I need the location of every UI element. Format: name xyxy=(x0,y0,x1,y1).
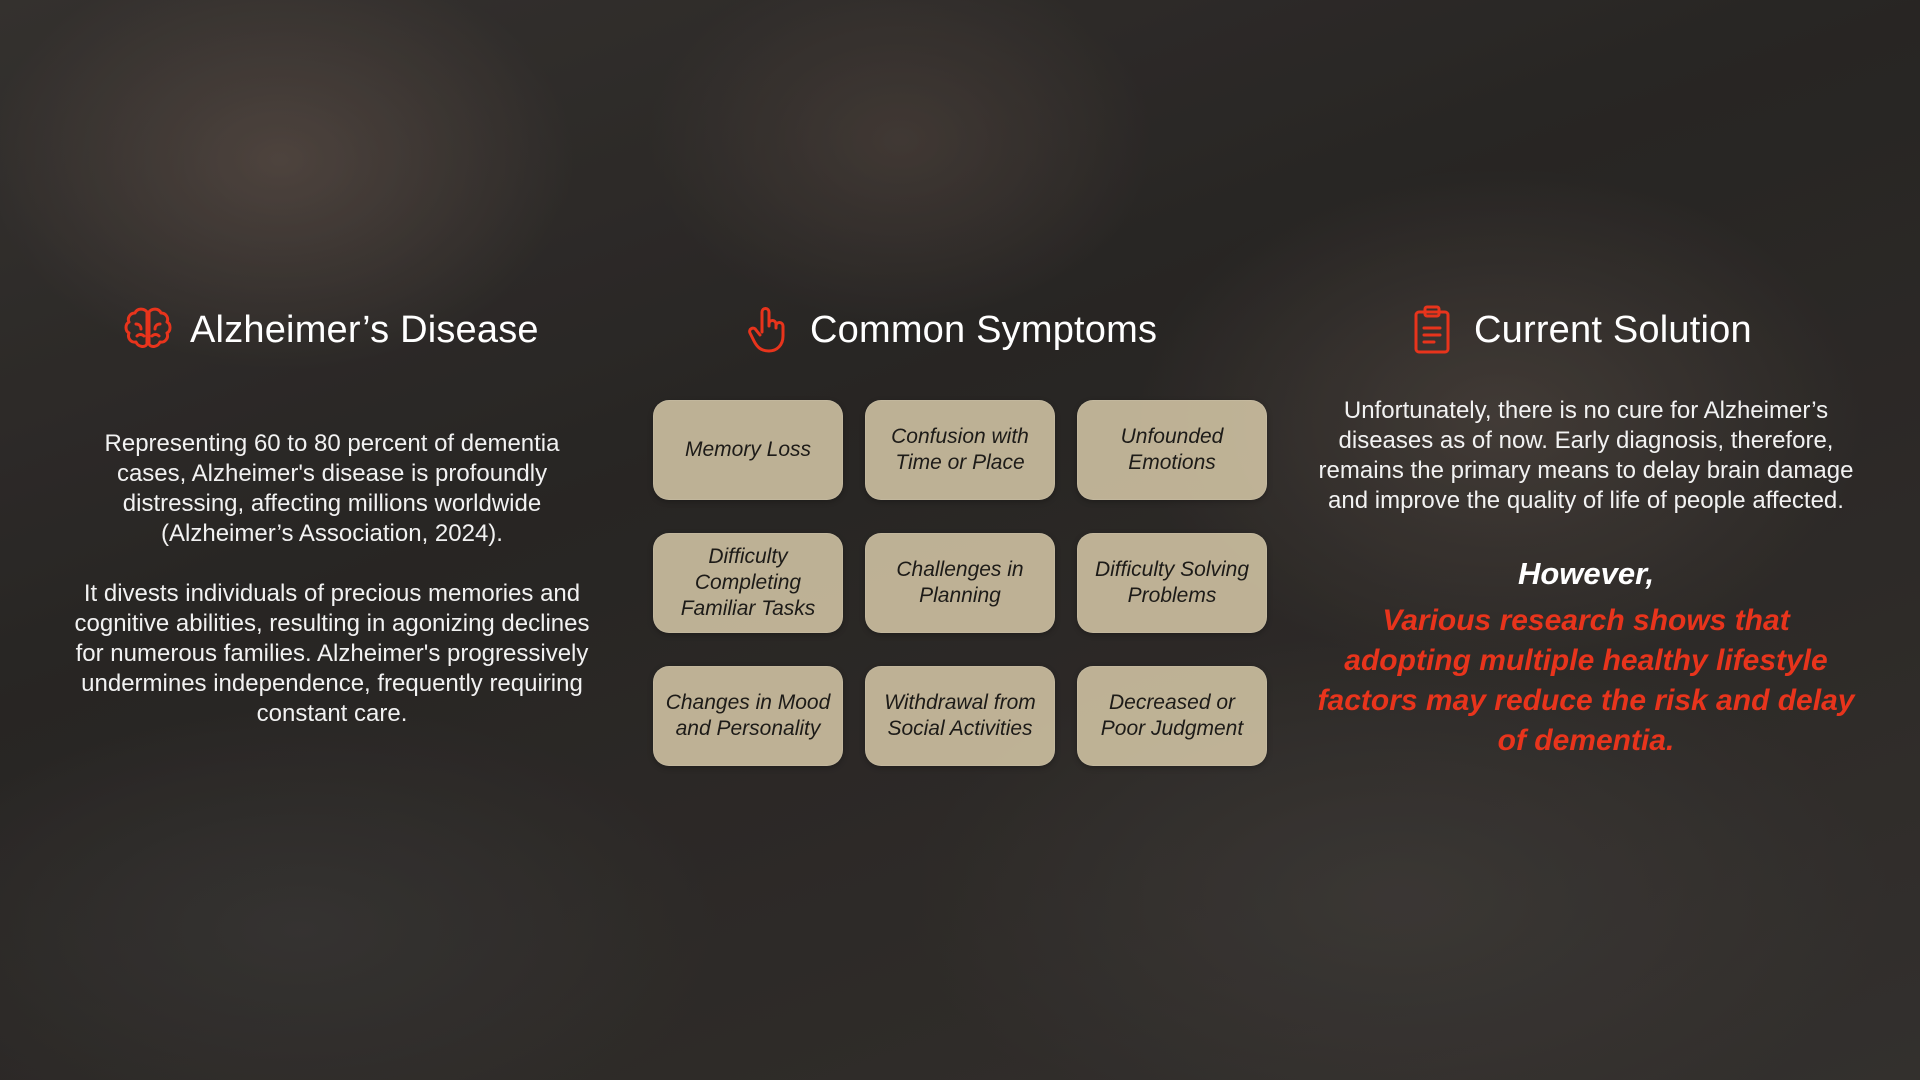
page-title-symptoms: Common Symptoms xyxy=(810,308,1158,351)
symptom-label: Memory Loss xyxy=(684,438,812,461)
pointing-hand-icon xyxy=(740,302,796,358)
solution-heading: Current Solution xyxy=(1404,302,1752,358)
symptom-label: Challenges in Planning xyxy=(896,558,1024,607)
disease-heading: Alzheimer’s Disease xyxy=(120,302,539,358)
symptom-label: Confusion with Time or Place xyxy=(891,425,1029,474)
symptom-card: Decreased or Poor Judgment xyxy=(1077,666,1267,766)
symptom-label: Decreased or Poor Judgment xyxy=(1100,691,1244,740)
disease-paragraph-1: Representing 60 to 80 percent of dementi… xyxy=(104,430,560,547)
symptoms-heading: Common Symptoms xyxy=(740,302,1157,358)
symptom-card: Challenges in Planning xyxy=(865,533,1055,633)
symptom-label: Unfounded Emotions xyxy=(1120,425,1224,474)
however-label: However, xyxy=(1517,556,1655,591)
brain-icon xyxy=(120,302,176,358)
clipboard-icon xyxy=(1404,302,1460,358)
solution-paragraph: Unfortunately, there is no cure for Alzh… xyxy=(1318,397,1854,514)
symptom-label: Difficulty Solving Problems xyxy=(1094,558,1250,607)
symptom-label: Difficulty Completing Familiar Tasks xyxy=(680,545,816,620)
symptom-card: Difficulty Solving Problems xyxy=(1077,533,1267,633)
highlight-statement: Various research shows that adopting mul… xyxy=(1317,604,1855,757)
symptom-card: Difficulty Completing Familiar Tasks xyxy=(653,533,843,633)
page-title-solution: Current Solution xyxy=(1474,308,1752,351)
symptom-label: Withdrawal from Social Activities xyxy=(884,691,1036,740)
disease-paragraph-2: It divests individuals of precious memor… xyxy=(74,580,590,727)
symptom-label: Changes in Mood and Personality xyxy=(665,691,831,740)
symptom-card: Unfounded Emotions xyxy=(1077,400,1267,500)
symptom-card: Changes in Mood and Personality xyxy=(653,666,843,766)
symptom-card: Memory Loss xyxy=(653,400,843,500)
page-title-disease: Alzheimer’s Disease xyxy=(190,308,539,351)
symptom-card: Confusion with Time or Place xyxy=(865,400,1055,500)
symptoms-grid: Memory Loss Confusion with Time or Place… xyxy=(653,400,1267,766)
symptom-card: Withdrawal from Social Activities xyxy=(865,666,1055,766)
